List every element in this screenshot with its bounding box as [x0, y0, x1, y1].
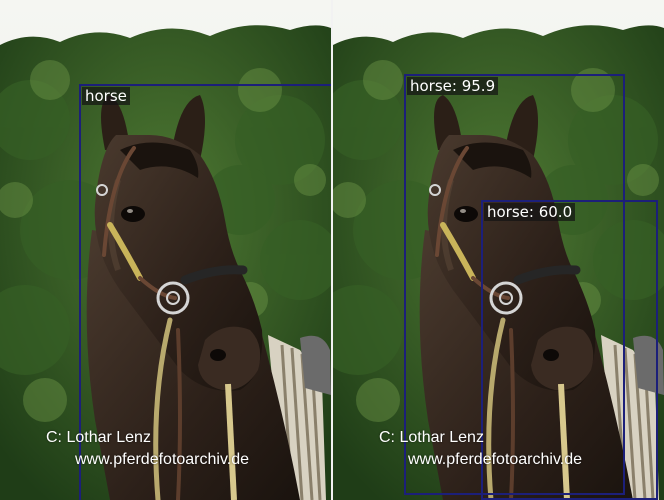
photo-credit-website: www.pferdefotoarchiv.de [408, 451, 583, 468]
photo-credit-author: C: Lothar Lenz [46, 429, 151, 446]
panel-divider [331, 0, 333, 500]
detection-label: horse: 60.0 [484, 203, 576, 221]
photo-credit-website: www.pferdefotoarchiv.de [75, 451, 250, 468]
left-panel: horse C: Lothar Lenz www.pferdefotoarchi… [0, 0, 331, 500]
detection-label: horse: 95.9 [407, 77, 499, 95]
photo-credit-author: C: Lothar Lenz [379, 429, 484, 446]
detection-label: horse [82, 87, 130, 105]
horse-photo [0, 0, 331, 500]
detection-box: horse [79, 84, 331, 500]
horse-photo [333, 0, 664, 500]
detection-box: horse: 95.9 [404, 74, 625, 495]
right-panel: horse: 95.9 horse: 60.0 C: Lothar Lenz w… [333, 0, 664, 500]
detection-box: horse: 60.0 [481, 200, 658, 500]
